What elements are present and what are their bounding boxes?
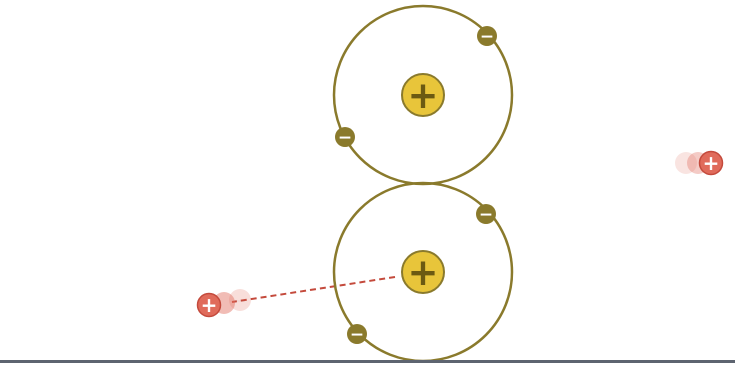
atom-upper-nucleus: + <box>402 74 444 117</box>
minus-icon: − <box>350 325 364 345</box>
svg-text:−: − <box>233 291 246 310</box>
minus-icon: − <box>480 27 494 47</box>
plus-icon: + <box>407 251 438 294</box>
minus-icon: − <box>479 205 493 225</box>
atom-upper-electron-2: − <box>335 127 355 148</box>
plus-icon: + <box>703 151 720 175</box>
ion-upper: + <box>675 151 723 175</box>
atom-lower: + − − <box>334 183 512 361</box>
plus-icon: + <box>407 74 438 117</box>
minus-icon: − <box>338 128 352 148</box>
atom-lower-electron-2: − <box>347 324 367 345</box>
atom-upper-electron-1: − <box>477 26 497 47</box>
atom-upper: + − − <box>334 6 512 184</box>
plus-icon: + <box>201 293 218 317</box>
atom-lower-nucleus: + <box>402 251 444 294</box>
atom-lower-electron-1: − <box>476 204 496 225</box>
ion-lower: − + <box>198 289 252 317</box>
ion-trail-lower-deflected <box>232 277 395 302</box>
